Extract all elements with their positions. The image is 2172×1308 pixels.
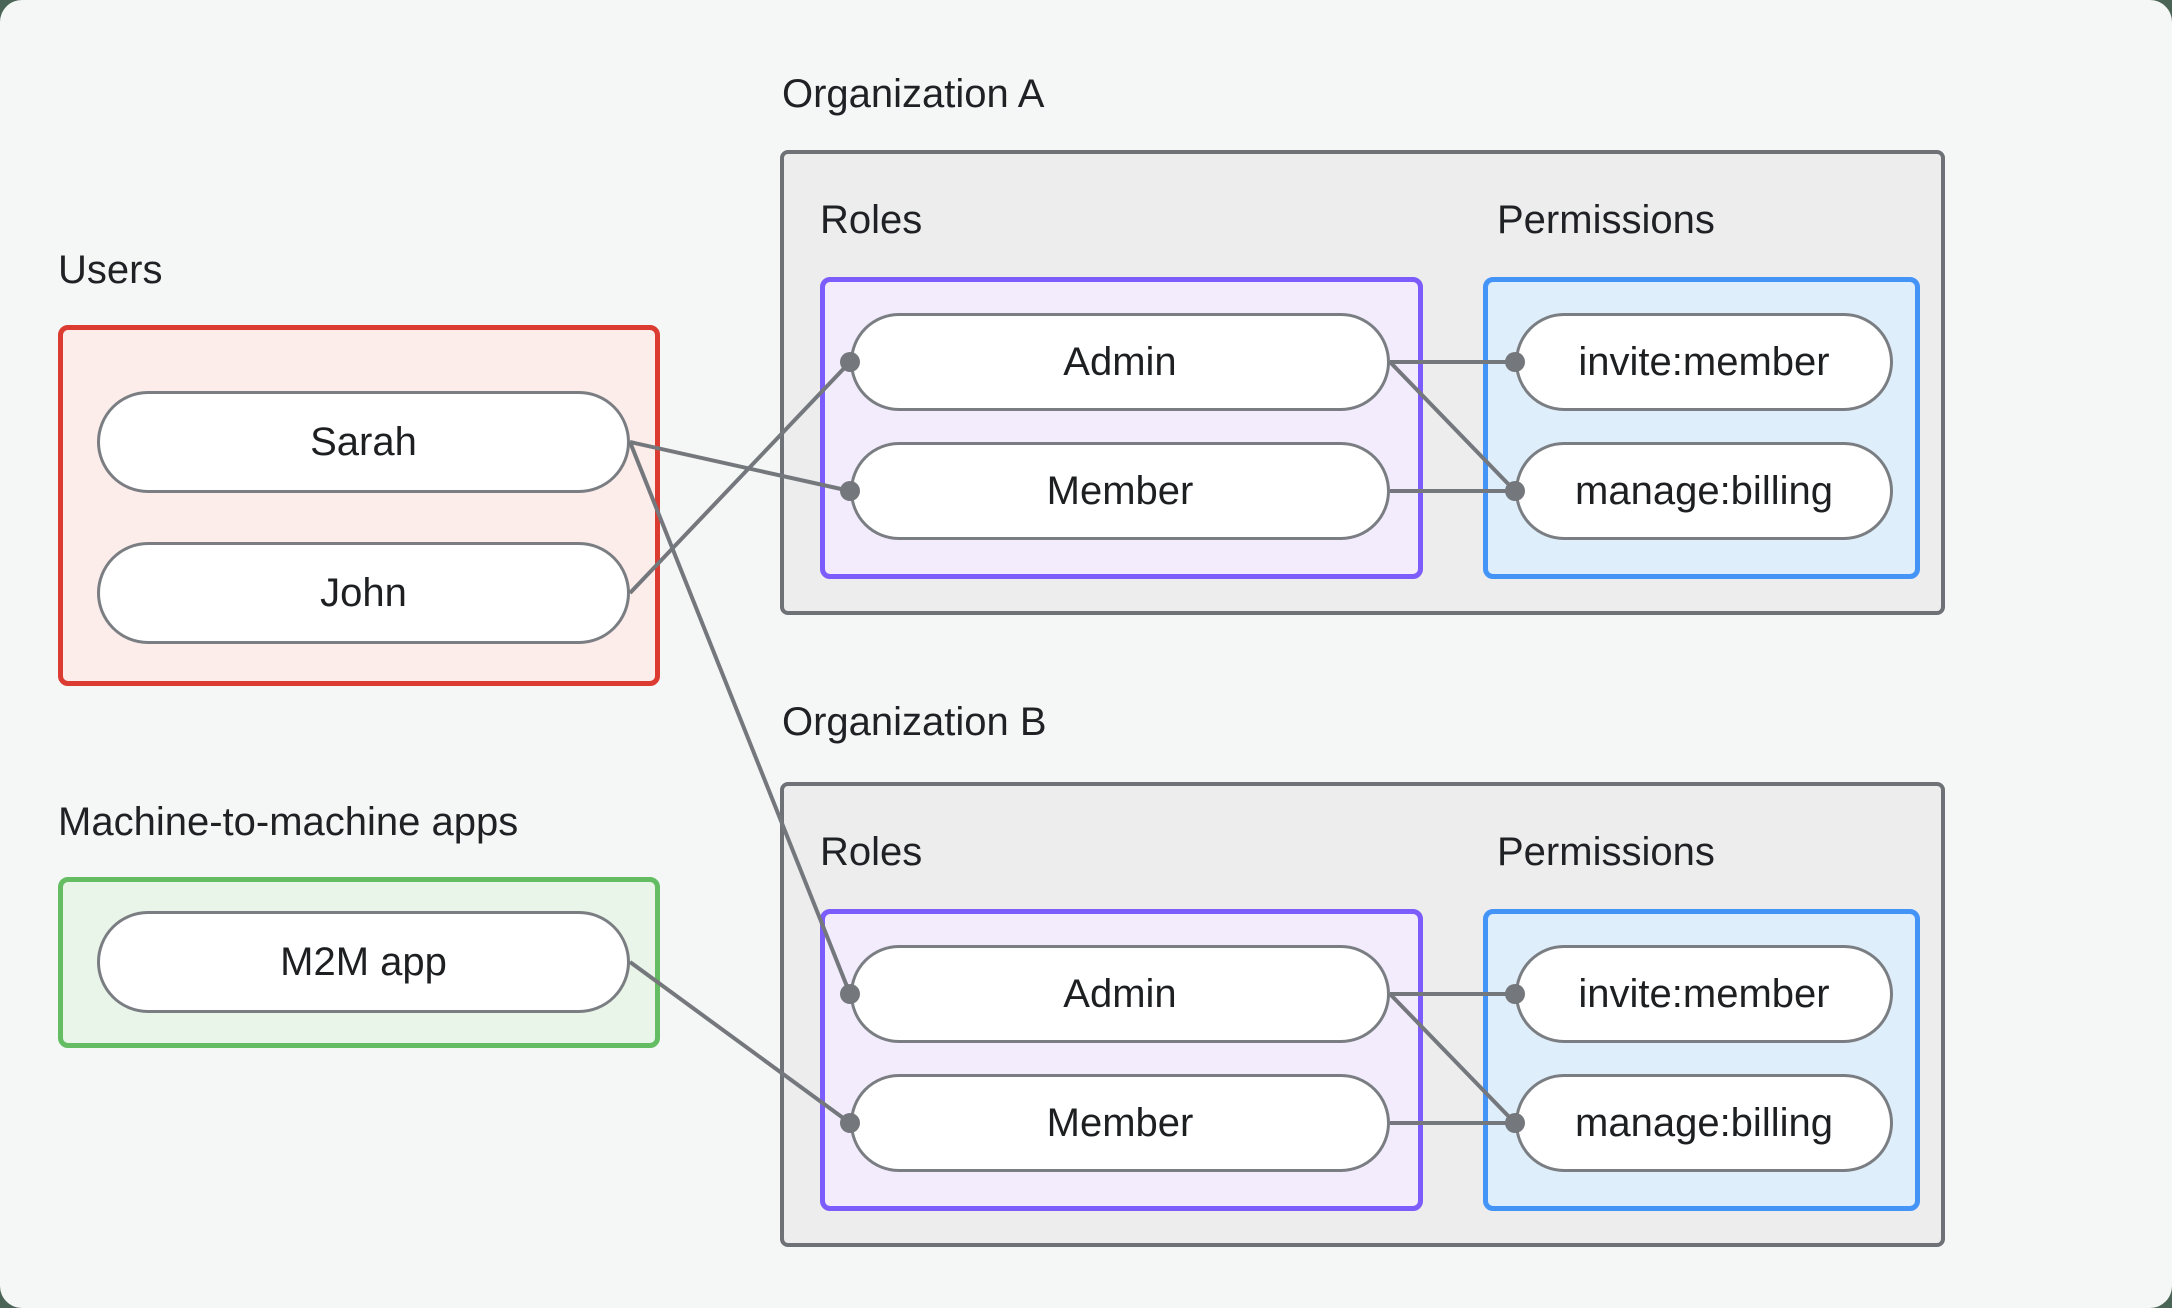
org-a-permission-pill-manage-billing: manage:billing [1515, 442, 1893, 540]
org-a-title: Organization A [782, 72, 1045, 116]
user-pill-sarah: Sarah [97, 391, 630, 493]
org-b-role-pill-admin: Admin [850, 945, 1390, 1043]
m2m-section-title: Machine-to-machine apps [58, 800, 519, 844]
org-b-permission-pill-manage-billing: manage:billing [1515, 1074, 1893, 1172]
org-a-roles-label: Roles [820, 198, 923, 242]
user-pill-john: John [97, 542, 630, 644]
org-b-role-member-label: Member [1046, 1100, 1194, 1145]
org-a-permission-invite-member-label: invite:member [1578, 339, 1830, 384]
org-a-role-admin-label: Admin [1063, 339, 1177, 384]
users-section-title: Users [58, 248, 163, 292]
m2m-pill-app: M2M app [97, 911, 630, 1013]
org-a-permission-manage-billing-label: manage:billing [1575, 468, 1833, 513]
user-pill-sarah-label: Sarah [310, 419, 417, 464]
org-b-roles-label: Roles [820, 830, 923, 874]
org-b-permission-pill-invite-member: invite:member [1515, 945, 1893, 1043]
m2m-pill-app-label: M2M app [280, 939, 447, 984]
org-a-permissions-label: Permissions [1497, 198, 1715, 242]
user-pill-john-label: John [320, 570, 407, 615]
org-b-permissions-label: Permissions [1497, 830, 1715, 874]
org-a-role-member-label: Member [1046, 468, 1194, 513]
org-b-permission-manage-billing-label: manage:billing [1575, 1100, 1833, 1145]
org-b-role-pill-member: Member [850, 1074, 1390, 1172]
org-a-permission-pill-invite-member: invite:member [1515, 313, 1893, 411]
org-b-title: Organization B [782, 700, 1047, 744]
org-b-permission-invite-member-label: invite:member [1578, 971, 1830, 1016]
org-a-role-pill-member: Member [850, 442, 1390, 540]
org-a-role-pill-admin: Admin [850, 313, 1390, 411]
org-b-role-admin-label: Admin [1063, 971, 1177, 1016]
